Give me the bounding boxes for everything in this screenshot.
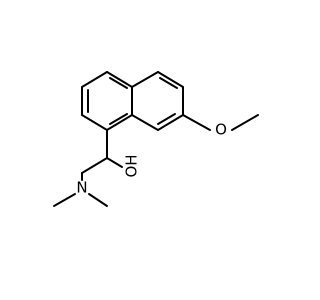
bond (182, 114, 211, 131)
double-bond-inner (109, 113, 128, 125)
bond (157, 114, 184, 131)
bond (106, 114, 133, 131)
bond (81, 157, 108, 174)
molecule-canvas: O OH N (53, 71, 259, 207)
bond (81, 114, 108, 131)
bond (88, 193, 108, 207)
bond (53, 193, 76, 207)
nitrogen-label: N (76, 179, 87, 197)
double-bond-inner (109, 77, 128, 89)
bond (106, 157, 123, 168)
bond (81, 71, 108, 88)
bond (131, 71, 159, 88)
bond (106, 71, 133, 88)
double-bond-inner (157, 113, 176, 125)
methoxy-oxygen-label: O (215, 121, 227, 139)
molecule-structure: O OH N (53, 71, 259, 207)
hydroxyl-label: OH (123, 154, 141, 177)
double-bond-inner (159, 77, 178, 89)
bond (131, 114, 159, 131)
bond (157, 71, 184, 88)
bond (231, 114, 259, 131)
